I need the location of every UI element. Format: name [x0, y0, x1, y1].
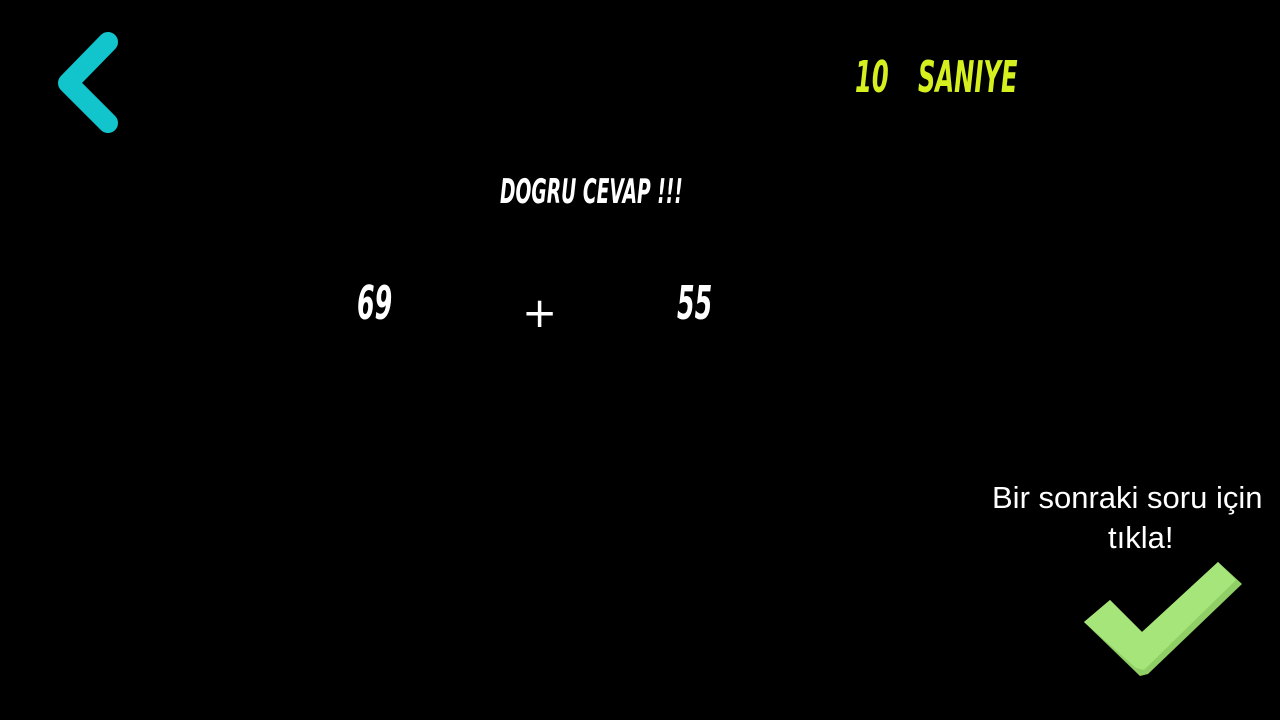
next-label-line2: tıkla!	[1108, 520, 1174, 555]
checkmark-icon	[1084, 562, 1242, 676]
chevron-left-icon	[58, 32, 118, 133]
next-question-button[interactable]	[1080, 558, 1248, 682]
next-label-line1: Bir sonraki soru için	[992, 480, 1263, 515]
timer-unit: SANIYE	[918, 52, 1018, 103]
back-button[interactable]	[50, 30, 130, 140]
operator: +	[522, 288, 558, 337]
result-message: DOGRU CEVAP !!!	[500, 172, 683, 212]
next-question-label: Bir sonraki soru için tıkla!	[985, 478, 1280, 558]
timer-value: 10	[855, 52, 889, 103]
operand-2: 55	[677, 276, 713, 330]
operand-1: 69	[357, 276, 393, 330]
